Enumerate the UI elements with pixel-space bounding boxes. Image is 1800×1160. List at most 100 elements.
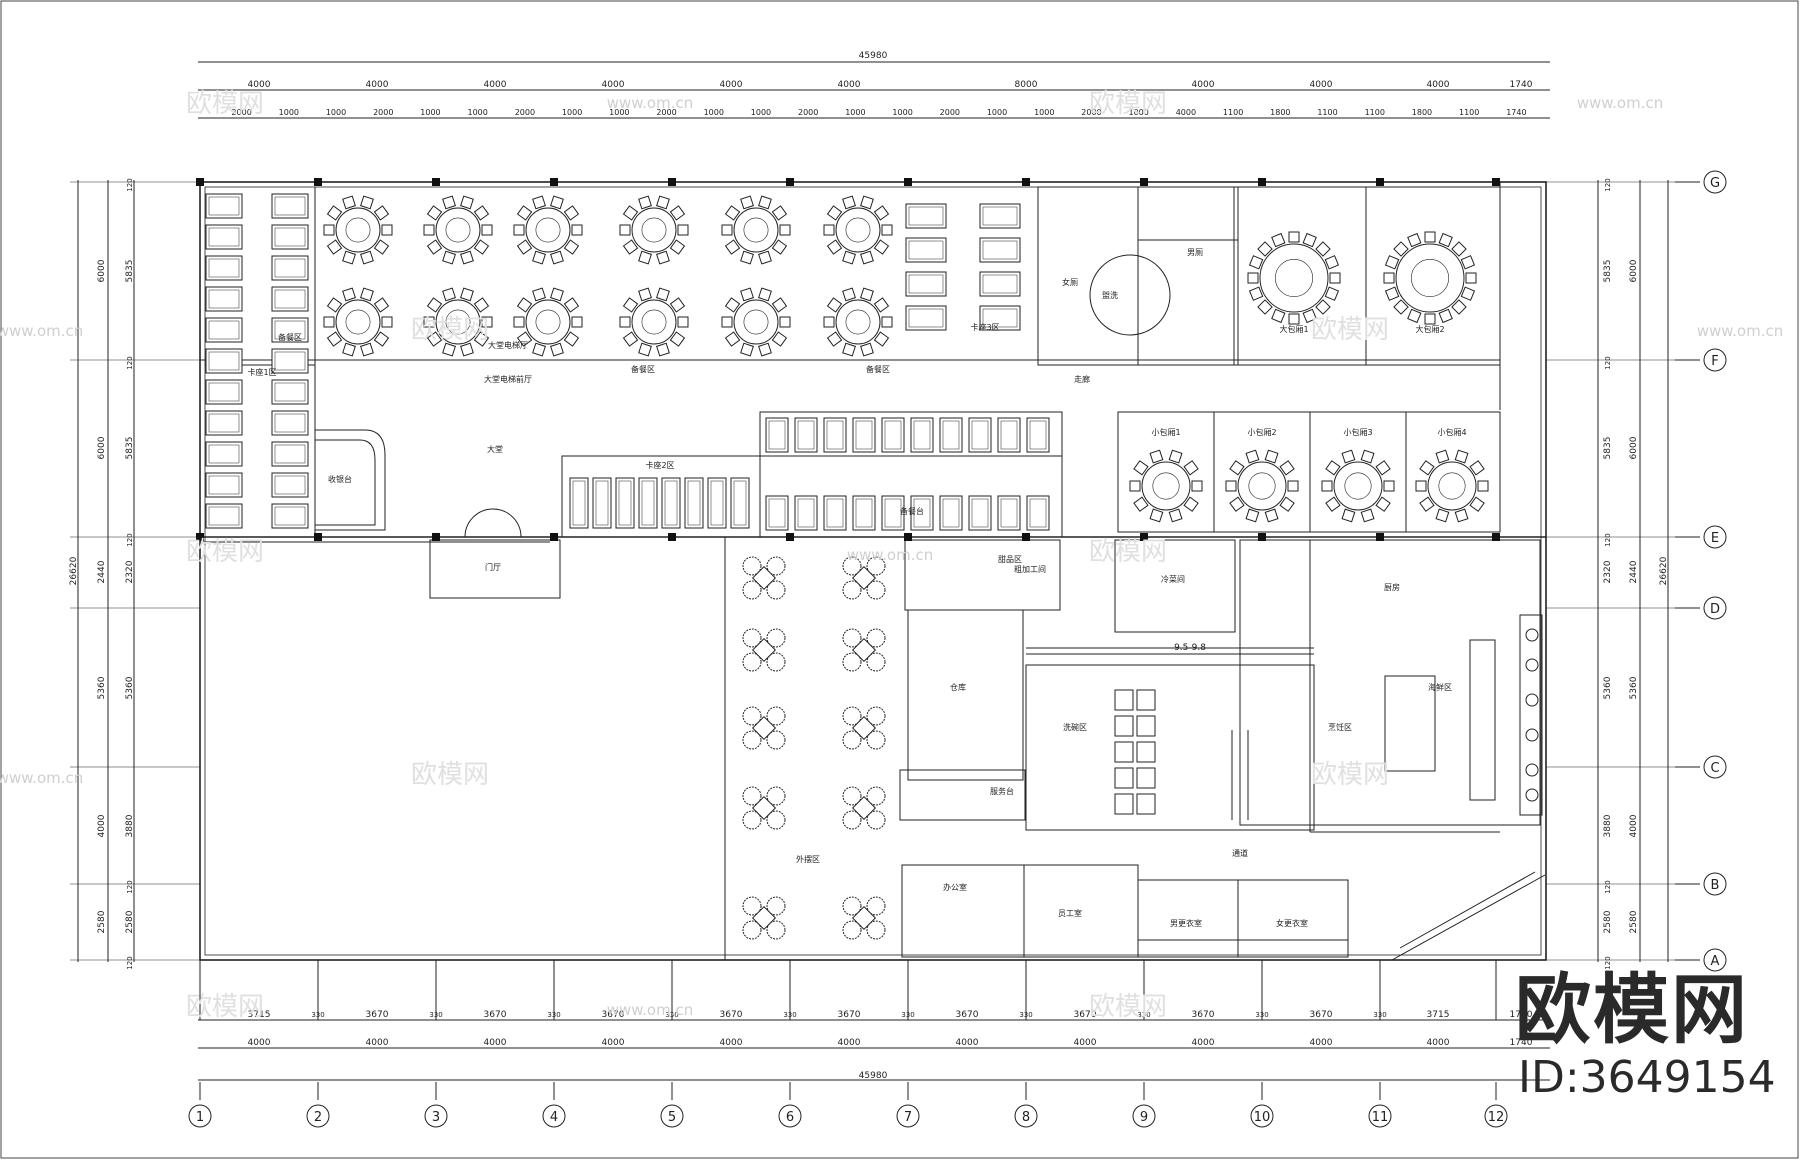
- hall-table-row1-5-chair-1: [873, 239, 890, 255]
- dim-bottom-net-0: 3715: [248, 1010, 271, 1020]
- storage-shelf-1-0: [1114, 715, 1134, 737]
- dim-bottom-bay-10: 4000: [1427, 1038, 1450, 1048]
- hall-table-row2-1-chair-2: [460, 342, 474, 357]
- hall-table-row2-5-chair-9: [873, 297, 890, 313]
- outdoor-table-a-2-top: [751, 715, 777, 741]
- small-room-table-4-chair-8: [1454, 449, 1469, 464]
- axis-label-E: E: [1711, 531, 1719, 546]
- booth-left-a-1-inner: [208, 227, 240, 247]
- dim-top-sub-2: 1000: [326, 108, 346, 117]
- dim-left-inner-2: 2320: [125, 560, 135, 583]
- booth-left-a-10-inner: [208, 506, 240, 526]
- vip-table-2-chair-13: [1438, 232, 1453, 248]
- dim-bottom-bay-9: 4000: [1310, 1038, 1333, 1048]
- axis-bubble-9: [1132, 1104, 1156, 1128]
- outdoor-table-a-3-seat-3: [766, 810, 786, 830]
- booth-left-b-0: [271, 193, 309, 219]
- dim-bottom-net-9: 3670: [1310, 1010, 1333, 1020]
- room-label-locker-m: 男更衣室: [1170, 918, 1202, 928]
- hall-table-row1-0-chair-7: [342, 195, 356, 210]
- small-room-table-2-chair-0: [1287, 480, 1299, 492]
- dim-right-inner-4: 3880: [1603, 814, 1613, 837]
- axis-bubble-3: [424, 1104, 448, 1128]
- hall-table-row2-1-chair-4: [426, 331, 443, 347]
- dim-bottom-bay-7: 4000: [1074, 1038, 1097, 1048]
- dim-bottom-bay-3: 4000: [602, 1038, 625, 1048]
- small-room-table-4-lazy-susan: [1438, 472, 1466, 500]
- hall-table-row1-1-chair-9: [473, 205, 490, 221]
- hall-table-row1-0-chair-3: [342, 250, 356, 265]
- column-mid-11: [1376, 533, 1384, 541]
- column-mid-3: [432, 533, 440, 541]
- room-label-corridor: 走廊: [1074, 374, 1090, 384]
- small-room-table-3-chair-8: [1360, 449, 1375, 464]
- booth-left-a-1: [205, 224, 243, 250]
- room-label-lobby-hall: 大堂电梯前厅: [484, 374, 532, 384]
- dim-bottom-wall-1: 330: [429, 1011, 442, 1019]
- axis-label-11: 11: [1372, 1110, 1389, 1125]
- booth-left-b-5-inner: [274, 351, 306, 371]
- vip-table-1-chair-4: [1288, 313, 1300, 325]
- dim-bottom-net-5: 3670: [838, 1010, 861, 1020]
- outdoor-table-b-1-top: [851, 637, 877, 663]
- small-room-table-2-chair-2: [1264, 508, 1279, 523]
- hall-table-row1-2-chair-9: [563, 205, 580, 221]
- booth-left-a-10: [205, 503, 243, 529]
- booth-left-b-3-inner: [274, 289, 306, 309]
- dim-left-total: 26620: [69, 556, 79, 585]
- hall-table-row2-3-chair-4: [622, 331, 639, 347]
- booth-three-bot-4-inner: [884, 498, 902, 528]
- outdoor-table-b-1-seat-2: [842, 652, 862, 672]
- small-room-table-2-chair-7: [1245, 449, 1260, 464]
- booth-left-a-7: [205, 410, 243, 436]
- outdoor-table-b-0-seat-0: [842, 556, 862, 576]
- room-label-washroom: 盥洗: [1102, 290, 1118, 300]
- hall-table-row1-4-chair-8: [758, 195, 772, 210]
- storage-shelf-2-1: [1136, 741, 1156, 763]
- axis-bubble-C: [1703, 755, 1727, 779]
- axis-bubble-5: [660, 1104, 684, 1128]
- vip-table-2-chair-9: [1384, 255, 1400, 270]
- booth-left-b-5: [271, 348, 309, 374]
- hall-table-row1-1-chair-6: [426, 205, 443, 221]
- dim-right-inner-3: 5360: [1603, 676, 1613, 699]
- outdoor-table-b-0-top: [851, 565, 877, 591]
- axis-label-3: 3: [432, 1110, 440, 1125]
- dim-right-edge-0: 120: [1604, 178, 1612, 191]
- booth-left-a-6: [205, 379, 243, 405]
- booth-mid-b-2-inner: [982, 274, 1018, 294]
- booth-mid-a-2-inner: [908, 274, 944, 294]
- outdoor-table-b-3-top: [851, 795, 877, 821]
- booth-mid-a-0: [905, 203, 947, 229]
- small-room-table-1-chair-0: [1191, 480, 1203, 492]
- hall-table-row2-1-lazy-susan: [445, 309, 471, 335]
- hall-table-row2-5-chair-0: [881, 316, 893, 328]
- vip-table-1-chair-15: [1324, 255, 1340, 270]
- hall-table-row1-4-chair-3: [740, 250, 754, 265]
- hall-table-row1-1-chair-2: [460, 250, 474, 265]
- vip-table-1-chair-2: [1315, 299, 1331, 315]
- column-top-12: [1492, 178, 1500, 186]
- vip-table-1-top: [1259, 243, 1329, 313]
- booth-left-b-2: [271, 255, 309, 281]
- dim-bottom-net-8: 3670: [1192, 1010, 1215, 1020]
- small-room-table-1-chair-2: [1168, 508, 1183, 523]
- axis-bubble-4: [542, 1104, 566, 1128]
- hall-table-row1-4-lazy-susan: [743, 217, 769, 243]
- hall-table-row2-2-chair-7: [532, 287, 546, 302]
- axis-label-10: 10: [1254, 1110, 1271, 1125]
- axis-label-8: 8: [1022, 1110, 1030, 1125]
- dim-bottom-wall-9: 330: [1373, 1011, 1386, 1019]
- booth-three-top-3: [852, 417, 876, 453]
- vip-table-2-chair-3: [1438, 308, 1453, 324]
- booth-three-top-9: [1026, 417, 1050, 453]
- hall-table-row1-4-chair-0: [779, 224, 791, 236]
- outdoor-table-b-0-seat-3: [866, 580, 886, 600]
- hall-table-row2-1-chair-8: [460, 287, 474, 302]
- small-room-table-4-chair-5: [1415, 480, 1427, 492]
- room-label-outdoor-area: 外摆区: [796, 854, 820, 864]
- hall-table-row2-3-chair-8: [656, 287, 670, 302]
- room-label-dessert-area: 甜品区: [998, 554, 1022, 564]
- room-label-small-room-1: 小包厢1: [1151, 427, 1180, 437]
